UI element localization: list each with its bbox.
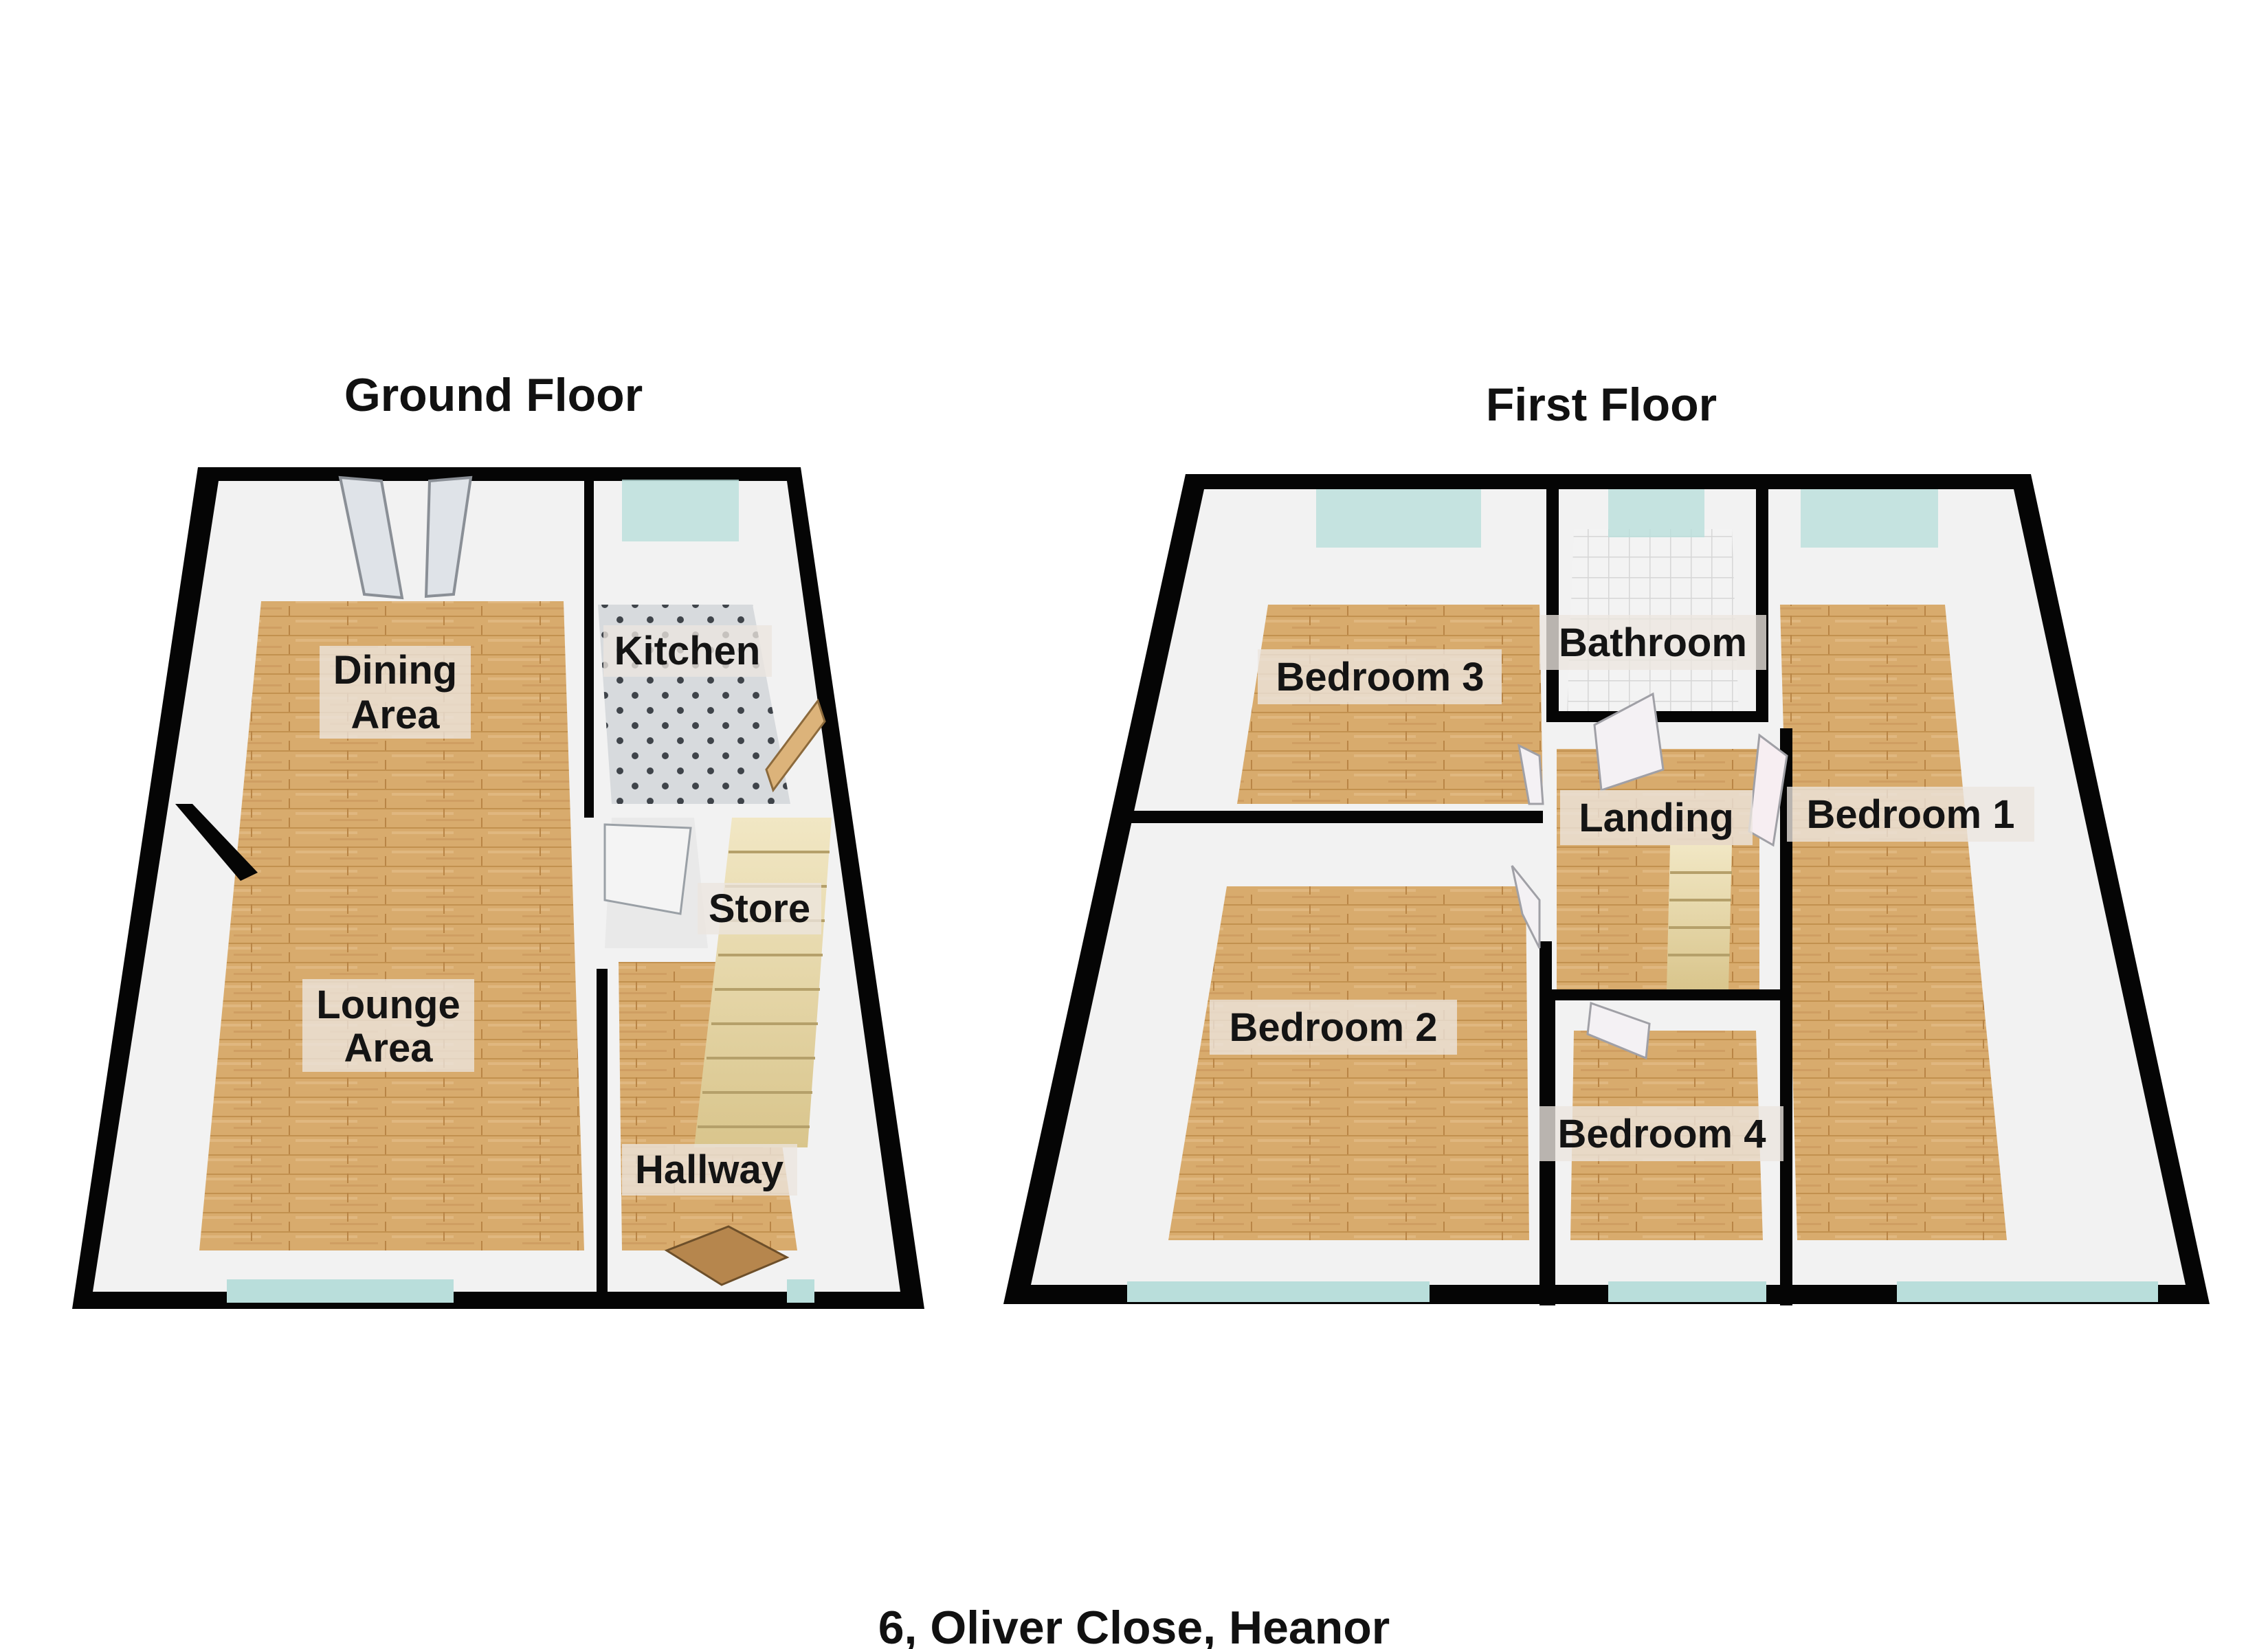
svg-text:Store: Store [709,886,810,931]
bedroom1-window [1801,489,1938,548]
dining-lounge-floor [199,601,584,1250]
ground-floor-title: Ground Floor [344,369,643,421]
bedroom3-bedroom2-wall [1127,811,1543,823]
bedroom3-door [1517,743,1544,805]
bathroom-right-wall [1756,474,1768,721]
bedroom4-top-wall [1543,989,1790,1000]
svg-text:Bedroom 2: Bedroom 2 [1230,1005,1438,1050]
room-label-bathroom: Bathroom [1539,615,1766,670]
store-door [603,823,692,915]
bathroom-door [1593,692,1665,792]
ground-floor: Ground Floor Dining Area Lounge Area Kit… [72,369,924,1309]
first-floor-title: First Floor [1486,379,1717,431]
svg-text:Hallway: Hallway [635,1147,783,1192]
bathroom-window [1608,489,1704,537]
room-label-store: Store [698,883,821,934]
room-label-lounge-area: Lounge Area [302,979,474,1072]
kitchen-window [622,480,739,541]
room-label-kitchen: Kitchen [603,625,772,677]
lounge-divider-wall [175,804,258,881]
bedroom4-door [1586,1001,1651,1060]
lounge-window [227,1279,454,1303]
svg-text:Kitchen: Kitchen [614,629,761,673]
room-label-bedroom1: Bedroom 1 [1787,787,2034,842]
bedroom4-window [1608,1281,1766,1302]
property-address: 6, Oliver Close, Heanor [878,1602,1390,1649]
kitchen-door [765,698,826,793]
svg-text:Lounge: Lounge [316,983,460,1027]
first-floor-staircase [1667,845,1732,989]
room-label-landing: Landing [1560,790,1753,845]
bathroom-bottom-wall [1546,711,1768,722]
room-label-bedroom4: Bedroom 4 [1539,1106,1783,1161]
front-door [664,1225,790,1286]
room-label-bedroom2: Bedroom 2 [1210,1000,1457,1055]
hallway-left-wall [597,969,608,1292]
bedroom2-floor [1168,886,1529,1240]
dining-french-door-left [338,475,404,600]
landing-stair-treads [1668,871,1732,956]
bedroom1-bottom-window [1897,1281,2158,1302]
svg-text:Area: Area [351,693,441,737]
svg-text:Bathroom: Bathroom [1559,620,1747,665]
svg-text:Bedroom 1: Bedroom 1 [1807,792,2015,837]
svg-text:Dining: Dining [333,648,457,693]
svg-text:Bedroom 3: Bedroom 3 [1276,655,1485,699]
svg-text:Area: Area [344,1026,434,1070]
bathroom-left-wall [1546,474,1559,721]
bedroom2-window [1127,1281,1430,1302]
room-label-hallway: Hallway [622,1144,797,1196]
kitchen-left-wall [584,467,594,818]
svg-text:Landing: Landing [1579,796,1734,840]
svg-text:Bedroom 4: Bedroom 4 [1558,1112,1766,1156]
first-floor: First Floor Bedroom 3 Bathroom Landing B… [1003,379,2210,1305]
bedroom3-window [1316,489,1481,548]
dining-french-door-right [424,475,473,598]
bedroom1-floor [1780,605,2007,1240]
room-label-dining-area: Dining Area [320,646,471,739]
room-label-bedroom3: Bedroom 3 [1258,649,1502,704]
hallway-window [787,1279,814,1303]
bedroom2-door [1511,865,1541,949]
